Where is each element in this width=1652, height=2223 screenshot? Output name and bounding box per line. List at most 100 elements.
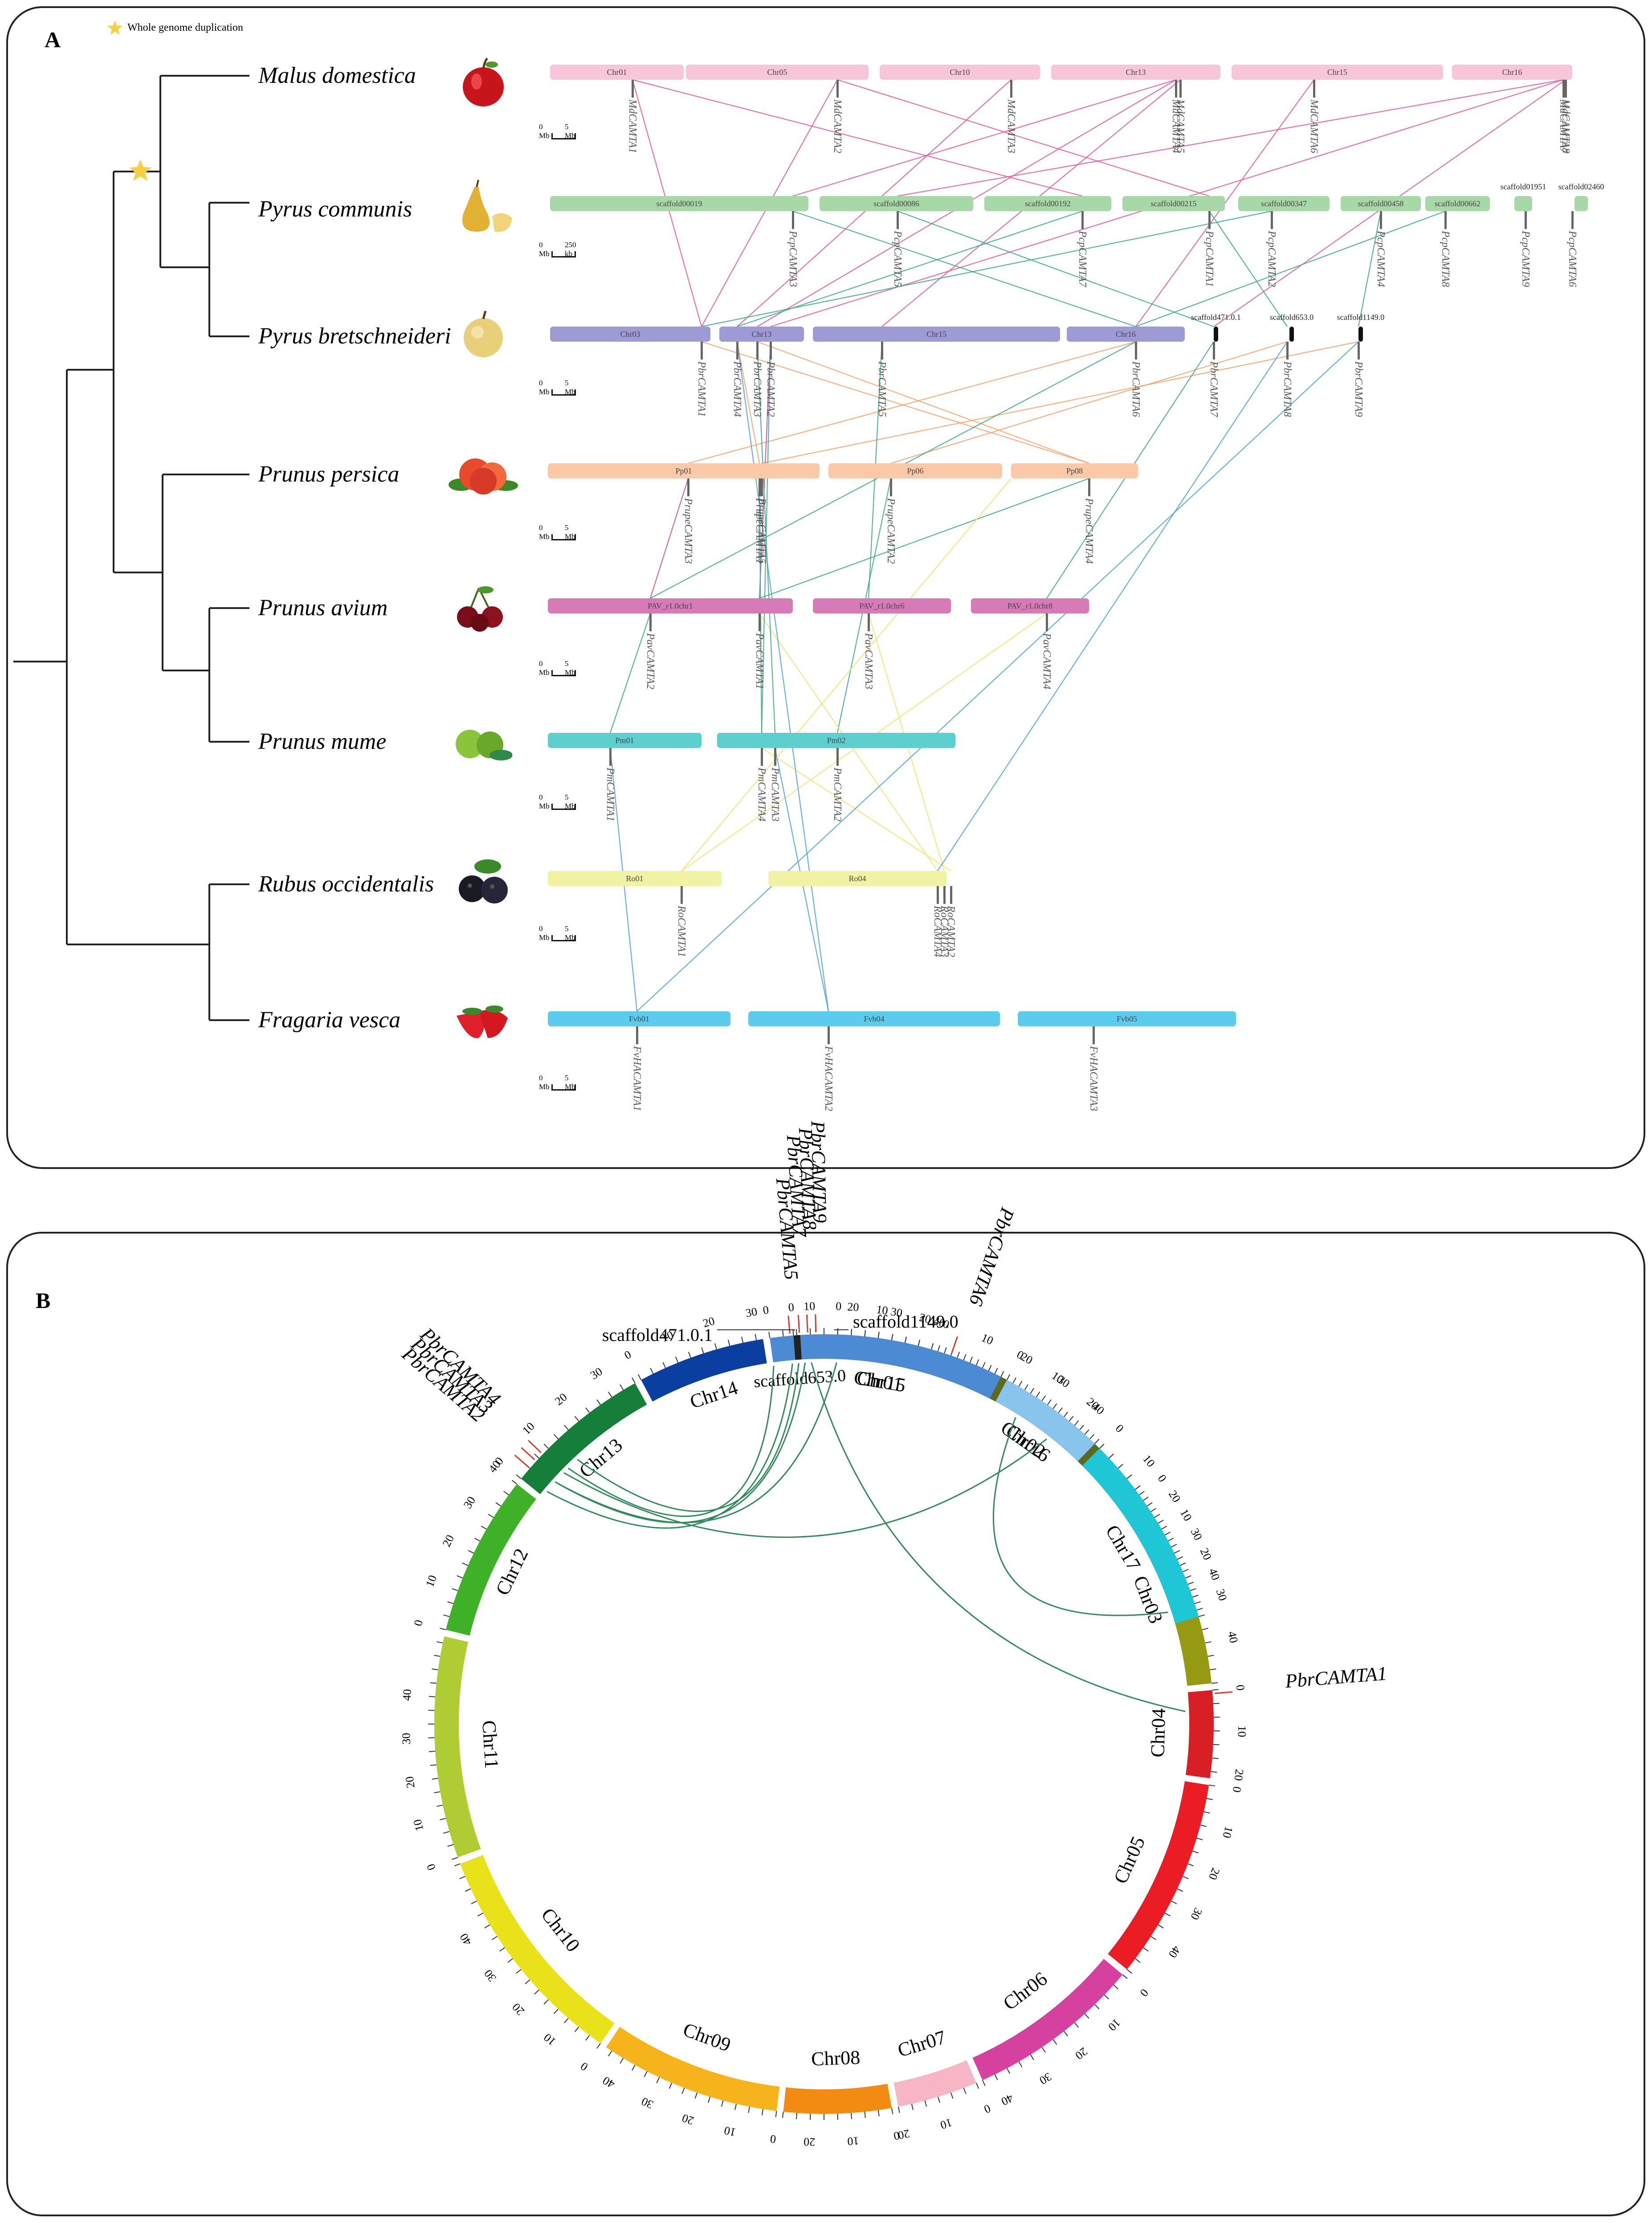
circos-chromosome — [995, 1380, 1095, 1462]
gene-label: PcpCAMTA1 — [1203, 231, 1215, 287]
circos-tick — [1143, 1947, 1149, 1952]
gene-tick — [1081, 211, 1084, 229]
circos-tick — [443, 1831, 450, 1834]
synteny-link — [701, 210, 1272, 327]
circos-tick — [553, 2009, 559, 2014]
synteny-link — [761, 341, 1359, 464]
circos-tick — [1079, 1425, 1084, 1430]
synteny-link — [761, 341, 771, 733]
circos-tick — [795, 2113, 797, 2119]
circos-tick-label: 30 — [1214, 1587, 1230, 1602]
gene-label: PcpCAMTA2 — [1266, 231, 1277, 287]
chromosome-bar: Chr15 — [1232, 65, 1443, 80]
gene-label: PavCAMTA4 — [1041, 633, 1052, 690]
species-name: Prunus mume — [258, 729, 387, 754]
circos-chromosome-label: Chr09 — [680, 2019, 734, 2056]
chromosome-bar: Chr16 — [1452, 65, 1572, 80]
synteny-link — [736, 341, 760, 464]
circos-tick — [662, 1362, 666, 1369]
circos-tick-label: 0 — [982, 2102, 992, 2116]
circos-tick — [1118, 1464, 1123, 1469]
circos-tick-label: 30 — [588, 1365, 605, 1382]
circos-tick-label: 20 — [1073, 2045, 1090, 2062]
circos-tick-label: 0 — [769, 2132, 776, 2145]
circos-tick-label: 10 — [541, 2031, 559, 2048]
circos-tick-label: 40 — [1166, 1943, 1183, 1960]
synteny-link — [761, 748, 951, 871]
circos-tick — [918, 1340, 921, 1346]
synteny-link — [636, 341, 1359, 1012]
chromosome-bar: scaffold00192 — [984, 196, 1111, 211]
chromosome-bar — [1358, 327, 1363, 342]
circos-tick — [891, 2108, 893, 2114]
circos-tick — [1143, 1496, 1149, 1501]
circos-chromosome — [783, 2084, 892, 2114]
circos-chromosome-label: Chr11 — [478, 1720, 503, 1769]
gene-label: FvHACAMTA1 — [631, 1046, 643, 1112]
chromosome-bar: Fvb04 — [748, 1011, 1000, 1026]
gene-tick — [1571, 211, 1574, 229]
circos-tick — [963, 1354, 967, 1361]
circos-link — [577, 1363, 799, 1512]
circos-tick — [447, 1601, 454, 1604]
gene-tick — [1271, 211, 1273, 229]
gene-label: PbrCAMTA4 — [731, 361, 743, 417]
gene-tick — [1179, 80, 1182, 98]
scaffold-label: scaffold471.0.1 — [602, 1325, 713, 1345]
gene-label: PavCAMTA1 — [754, 633, 765, 690]
legend-label: Whole genome duplication — [127, 21, 243, 33]
chromosome-bar: scaffold00086 — [820, 196, 973, 211]
chromosome-label: scaffold1149.0 — [1337, 312, 1385, 322]
gene-label: RoCAMTA3 — [938, 906, 950, 957]
circos-tick-label: 40 — [999, 2092, 1015, 2108]
chromosome-bar: Chr10 — [880, 65, 1040, 80]
chromosome-bar: Ro04 — [768, 871, 946, 886]
gene-label: PcpCAMTA5 — [892, 231, 903, 287]
circos-tick — [632, 1377, 636, 1384]
circos-tick-label: 30 — [745, 1305, 759, 1320]
circos-tick — [553, 1434, 559, 1439]
gene-marker — [951, 1336, 958, 1354]
circos-tick — [681, 2088, 685, 2094]
gene-marker — [514, 1455, 529, 1467]
synteny-link — [649, 478, 689, 599]
circos-tick-label: 0 — [836, 1299, 842, 1312]
gene-tick — [836, 80, 839, 98]
circos-tick — [525, 1979, 530, 1984]
gene-tick — [687, 478, 689, 496]
circos-tick — [516, 1969, 522, 1974]
circos-tick — [564, 2018, 569, 2023]
circos-tick — [650, 1368, 654, 1374]
circos-tick — [1171, 1544, 1177, 1548]
strawberry-icon — [457, 1005, 508, 1038]
circos-tick — [1187, 1863, 1194, 1867]
gene-tick — [649, 613, 652, 631]
gene-tick — [681, 886, 683, 904]
circos-tick-label: 0 — [1234, 1684, 1247, 1691]
chromosome-bar: Chr15 — [813, 327, 1060, 342]
gene-label: MdCAMTA2 — [832, 99, 843, 153]
circos-tick — [1084, 1429, 1089, 1435]
circos-tick — [1063, 2031, 1069, 2037]
circos-tick — [768, 1332, 771, 1338]
circos-tick — [877, 2110, 880, 2117]
circos-tick — [1122, 1974, 1128, 1979]
circos-tick — [988, 1365, 992, 1371]
gene-label: PbrCAMTA9 — [1353, 361, 1364, 417]
circos-chromosome-label: Chr08 — [811, 2047, 861, 2070]
circos-tick — [1018, 2061, 1023, 2068]
circos-tick — [1183, 1876, 1189, 1880]
circos-tick — [969, 1357, 973, 1363]
gene-tick — [761, 748, 763, 766]
circos-tick — [1135, 1958, 1141, 1963]
pear-icon — [462, 180, 512, 232]
circos-tick — [1074, 1420, 1079, 1426]
gene-tick — [756, 342, 759, 360]
asian-pear-icon — [464, 311, 503, 357]
synteny-link — [937, 341, 1288, 871]
chromosome-label: scaffold471.0.1 — [1191, 312, 1241, 322]
circos-tick-label: 30 — [1037, 2070, 1054, 2087]
circos-chromosome — [793, 1335, 802, 1360]
circos-tick — [564, 1425, 569, 1430]
gene-marker — [521, 1447, 535, 1460]
